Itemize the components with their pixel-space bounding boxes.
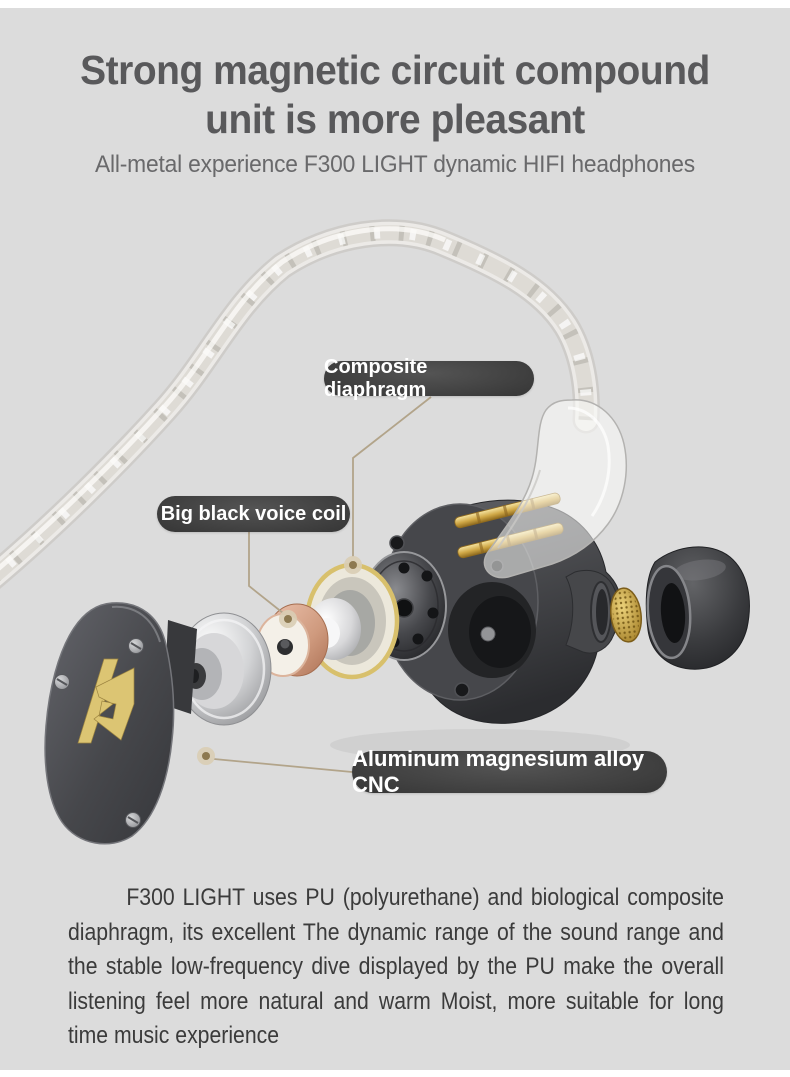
callout-dot-diaphragm xyxy=(344,556,362,574)
callout-leaders xyxy=(213,396,432,773)
callout-pill-cnc: Aluminum magnesium alloy CNC xyxy=(352,746,667,797)
connector xyxy=(454,399,627,579)
title-line-1: Strong magnetic circuit compound xyxy=(80,47,710,93)
title-line-2: unit is more pleasant xyxy=(205,96,585,142)
description-line: the stable low-frequency dive displayed … xyxy=(68,953,724,980)
callout-pill-voice-coil: Big black voice coil xyxy=(157,496,350,532)
faceplate-screws xyxy=(54,638,144,828)
housing-vent-hole xyxy=(480,626,496,642)
nozzle-mesh-filter xyxy=(610,587,642,643)
callout-line-cnc xyxy=(213,758,353,773)
callout-label: Composite diaphragm xyxy=(324,355,428,401)
product-description: F300 LIGHT uses PU (polyurethane) and bi… xyxy=(68,881,724,1054)
ear-tip xyxy=(645,546,750,670)
description-line: time music experience xyxy=(68,1022,280,1049)
diaphragm-assembly xyxy=(304,562,400,680)
description-line: F300 LIGHT uses PU (polyurethane) and bi… xyxy=(126,884,724,911)
callout-dot-cnc xyxy=(197,747,215,765)
cable xyxy=(0,219,600,589)
callout-line-diaphragm xyxy=(352,396,432,557)
callout-line-voice-coil xyxy=(248,532,284,614)
top-white-strip xyxy=(0,0,790,8)
page-subtitle: All-metal experience F300 LIGHT dynamic … xyxy=(95,151,695,178)
bottom-white-strip xyxy=(0,1070,790,1077)
callout-pill-composite-diaphragm: Composite diaphragm xyxy=(324,356,534,401)
description-line: listening feel more natural and warm Moi… xyxy=(68,987,724,1015)
page-title: Strong magnetic circuit compound unit is… xyxy=(20,46,771,144)
callout-label: Big black voice coil xyxy=(160,502,347,525)
callout-dot-voice-coil xyxy=(279,610,297,628)
description-line: diaphragm, its excellent The dynamic ran… xyxy=(68,918,724,946)
faceplate xyxy=(44,602,197,845)
brand-logo xyxy=(77,658,135,744)
callout-label: Aluminum magnesium alloy CNC xyxy=(352,746,645,797)
clear-ear-hook xyxy=(483,399,627,579)
